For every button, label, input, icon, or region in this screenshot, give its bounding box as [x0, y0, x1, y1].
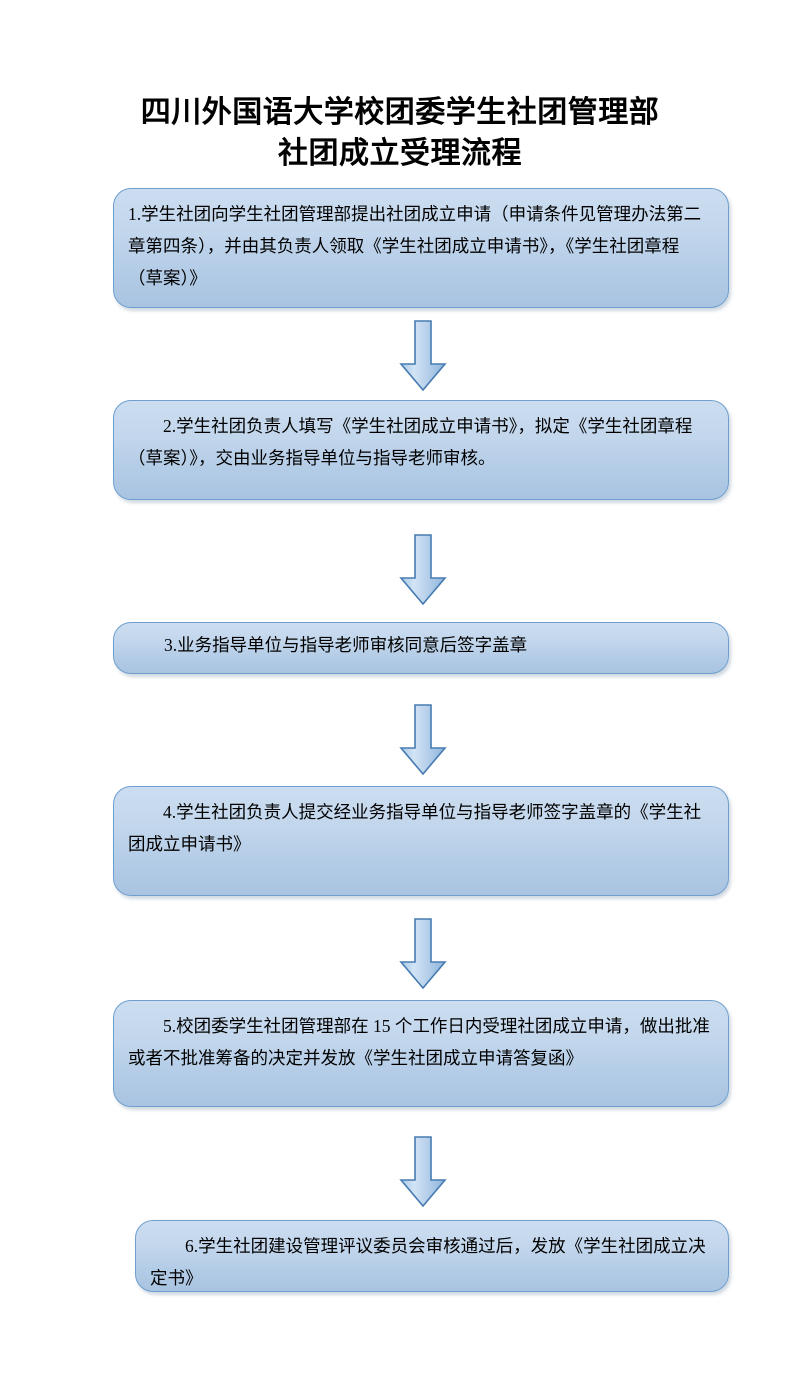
arrow-down-icon-4 [399, 918, 447, 990]
page-title: 四川外国语大学校团委学生社团管理部 社团成立受理流程 [0, 92, 800, 174]
page-title-line-2: 社团成立受理流程 [278, 137, 522, 170]
flow-step-5-text: 5.校团委学生社团管理部在 15 个工作日内受理社团成立申请，做出批准或者不批准… [128, 1016, 710, 1068]
arrow-down-icon-5 [399, 1136, 447, 1208]
flow-step-2: 2.学生社团负责人填写《学生社团成立申请书》，拟定《学生社团章程（草案）》，交由… [113, 400, 729, 500]
flow-step-2-text: 2.学生社团负责人填写《学生社团成立申请书》，拟定《学生社团章程（草案）》，交由… [128, 416, 693, 468]
flow-step-3-text: 3.业务指导单位与指导老师审核同意后签字盖章 [164, 635, 528, 655]
flow-step-3: 3.业务指导单位与指导老师审核同意后签字盖章 [113, 622, 729, 674]
page-title-line-1: 四川外国语大学校团委学生社团管理部 [140, 96, 660, 129]
flow-step-1: 1.学生社团向学生社团管理部提出社团成立申请（申请条件见管理办法第二章第四条），… [113, 188, 729, 308]
flow-step-4-text: 4.学生社团负责人提交经业务指导单位与指导老师签字盖章的《学生社团成立申请书》 [128, 802, 702, 854]
flow-step-6: 6.学生社团建设管理评议委员会审核通过后，发放《学生社团成立决定书》 [135, 1220, 729, 1292]
flow-step-1-text: 1.学生社团向学生社团管理部提出社团成立申请（申请条件见管理办法第二章第四条），… [128, 204, 702, 288]
arrow-down-icon-2 [399, 534, 447, 606]
flow-step-6-text: 6.学生社团建设管理评议委员会审核通过后，发放《学生社团成立决定书》 [150, 1236, 706, 1288]
arrow-down-icon-3 [399, 704, 447, 776]
flow-step-5: 5.校团委学生社团管理部在 15 个工作日内受理社团成立申请，做出批准或者不批准… [113, 1000, 729, 1107]
arrow-down-icon-1 [399, 320, 447, 392]
flow-step-4: 4.学生社团负责人提交经业务指导单位与指导老师签字盖章的《学生社团成立申请书》 [113, 786, 729, 896]
